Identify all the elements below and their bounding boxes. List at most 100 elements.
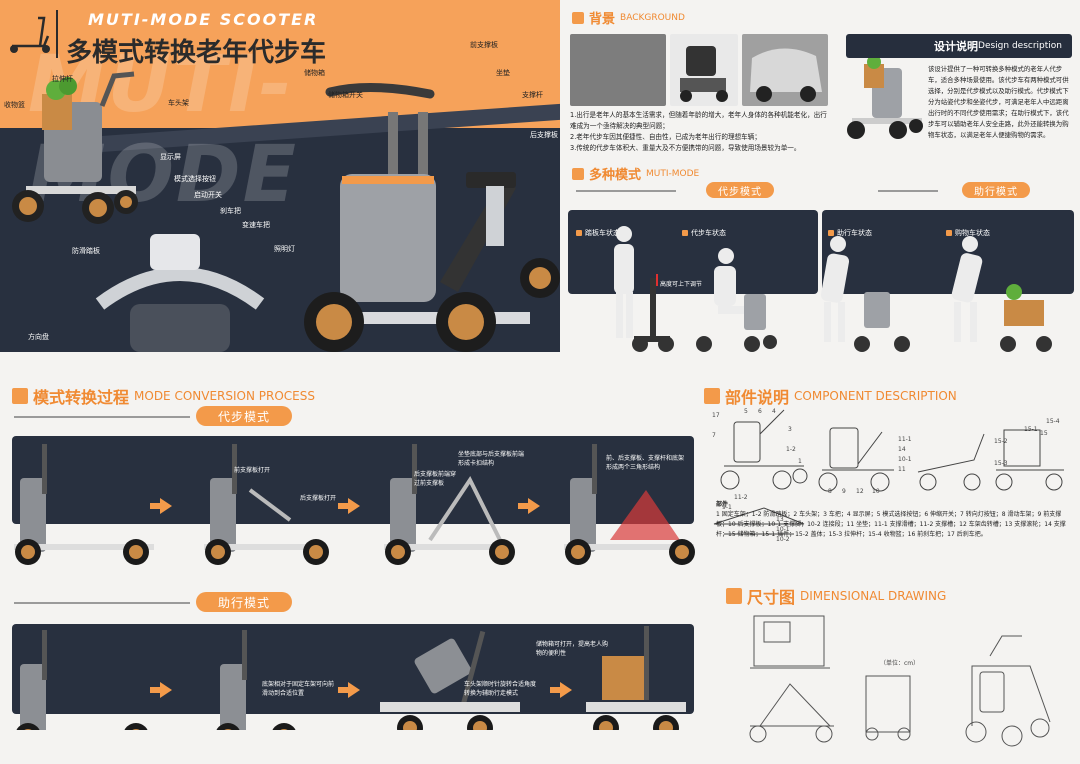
pill-conversion-a: 代步模式 <box>196 406 292 426</box>
label-start-switch: 启动开关 <box>194 191 222 199</box>
modes-figures <box>614 226 1052 352</box>
hero-title-en: MUTI-MODE SCOOTER <box>88 10 319 29</box>
label-head-frame: 车头架 <box>168 99 189 107</box>
callout-9: 9 <box>842 488 846 495</box>
callout-17: 17 <box>712 412 720 419</box>
conversion-heading-en: MODE CONVERSION PROCESS <box>134 389 315 403</box>
modes-heading-en: MUTI-MODE <box>646 168 700 179</box>
pill-conversion-b: 助行模式 <box>196 592 292 612</box>
step-arrow-icon <box>518 498 540 514</box>
callout-4: 4 <box>772 408 776 415</box>
label-storage-switch: 储物箱开关 <box>328 91 363 99</box>
note-front-support-open: 前支撑板打开 <box>234 467 271 474</box>
background-point: 1.出行是老年人的基本生活需求，但随着年龄的增大，老年人身体的各种机能老化，出行… <box>570 111 827 130</box>
dimensions-heading-en: DIMENSIONAL DRAWING <box>800 589 947 603</box>
conversion-rule-a <box>14 416 190 418</box>
label-display: 显示屏 <box>160 153 181 161</box>
label-headlight: 照明灯 <box>274 245 295 253</box>
hero-panel: MUTI-MODE MUTI-MODE SCOOTER 多模式转换老年代步车 <box>0 0 560 352</box>
hero-title-cn: 多模式转换老年代步车 <box>66 38 327 68</box>
dimension-unit-label: （单位：cm） <box>880 660 920 667</box>
height-adjust-note: 高度可上下调节 <box>660 281 703 288</box>
components-heading: 部件说明 COMPONENT DESCRIPTION <box>704 384 957 408</box>
design-description-text: 该设计提供了一种可转换多种模式的老年人代步车，适合多种场景使用。该代步车有两种模… <box>928 65 1069 139</box>
component-list: 部件 1 固定车架；1-2 防滑踏板；2 车头架；3 车把；4 显示屏；5 模式… <box>716 500 1072 540</box>
modes-rule-left <box>576 190 676 192</box>
conversion-heading: 模式转换过程 MODE CONVERSION PROCESS <box>12 384 315 408</box>
callout-10-1: 10-1 <box>898 456 912 463</box>
handlebar-closeup-render <box>95 234 265 352</box>
note-seat-clip: 坐垫底部与后支撑板前端形成卡扣结构 <box>458 451 525 467</box>
design-heading-box: 设计说明 Design description <box>846 34 1072 58</box>
step-arrow-icon <box>150 682 172 698</box>
scooter-main-render <box>304 82 560 352</box>
state-scooter-label: 踏板车状态 <box>585 229 620 237</box>
label-rear-support: 后支撑板 <box>530 131 558 139</box>
callout-11: 11 <box>898 466 906 473</box>
background-heading-en: BACKGROUND <box>620 12 685 23</box>
note-triangle-structure: 前、后支撑板、支撑杆和底架形成两个三角形结构 <box>606 455 685 471</box>
state-scooter: 踏板车状态 <box>576 228 620 238</box>
dimensions-heading-cn: 尺寸图 <box>747 588 796 607</box>
note-frame-slide: 底架相对于固定车架可向前滑动到合适位置 <box>262 681 335 697</box>
callout-10: 10 <box>872 488 880 495</box>
state-mobility-label: 代步车状态 <box>691 229 726 237</box>
heading-square-icon <box>572 11 584 24</box>
step-arrow-icon <box>150 498 172 514</box>
bullet-icon <box>682 230 688 236</box>
callout-8: 8 <box>828 488 832 495</box>
callout-5: 5 <box>744 408 748 415</box>
callout-15-4: 15-4 <box>1046 418 1060 425</box>
label-brake: 刹车把 <box>220 207 241 215</box>
modes-panel-left <box>568 210 818 294</box>
background-heading: 背景 BACKGROUND <box>572 8 685 27</box>
label-seat: 坐垫 <box>496 69 510 77</box>
scooter-side-render <box>12 71 138 224</box>
component-drawings <box>713 409 1064 535</box>
state-cart: 购物车状态 <box>946 228 990 238</box>
dimensions-heading: 尺寸图 DIMENSIONAL DRAWING <box>726 584 946 608</box>
pill-mode-a: 代步模式 <box>706 182 774 198</box>
dimension-drawings <box>749 615 1051 747</box>
label-front-support: 前支撑板 <box>470 41 498 49</box>
label-basket: 收物篮 <box>4 101 25 109</box>
callout-14: 14 <box>898 446 906 453</box>
heading-square-icon <box>12 388 28 404</box>
modes-heading: 多种模式 MUTI-MODE <box>572 164 699 183</box>
background-photo-mobility-scooter <box>670 34 738 106</box>
background-photo-elderly <box>570 34 666 106</box>
callout-13: 13 <box>776 516 784 523</box>
callout-15-3: 15-3 <box>994 460 1008 467</box>
callout-1-2: 1-2 <box>786 446 796 453</box>
conversion-scooter-figures <box>14 444 695 730</box>
heading-square-icon <box>726 588 742 604</box>
label-throttle: 变速车把 <box>242 221 270 229</box>
scooter-logo-icon <box>10 16 50 53</box>
conversion-rule-b <box>14 602 190 604</box>
note-rear-through-front: 后支撑板前端穿过前支撑板 <box>414 471 457 487</box>
heading-square-icon <box>704 388 720 404</box>
step-arrow-icon <box>550 682 572 698</box>
pill-mode-b: 助行模式 <box>962 182 1030 198</box>
components-heading-cn: 部件说明 <box>725 388 790 407</box>
background-point: 3.传统的代步车体积大、重量大及不方便携带的问题，导致使用场景较为单一。 <box>570 144 801 152</box>
modes-rule-right <box>878 190 938 192</box>
title-divider <box>56 10 58 58</box>
label-pull-rod: 拉伸杆 <box>52 75 73 83</box>
design-render <box>847 55 923 139</box>
step-arrow-icon <box>338 682 360 698</box>
bullet-icon <box>576 230 582 236</box>
conversion-panel-b <box>12 624 694 714</box>
label-support-rod: 支撑杆 <box>522 91 543 99</box>
callout-3: 3 <box>788 426 792 433</box>
callout-11-1: 11-1 <box>898 436 912 443</box>
callout-7: 7 <box>712 432 716 439</box>
label-storage: 储物箱 <box>304 69 325 77</box>
design-heading-en: Design description <box>978 41 1062 51</box>
label-steering: 方向盘 <box>28 333 49 341</box>
callout-9-1: 9-1 <box>722 504 732 511</box>
callout-6: 6 <box>758 408 762 415</box>
bullet-icon <box>828 230 834 236</box>
label-mode-button: 模式选择按钮 <box>174 175 216 183</box>
callout-12: 12 <box>856 488 864 495</box>
